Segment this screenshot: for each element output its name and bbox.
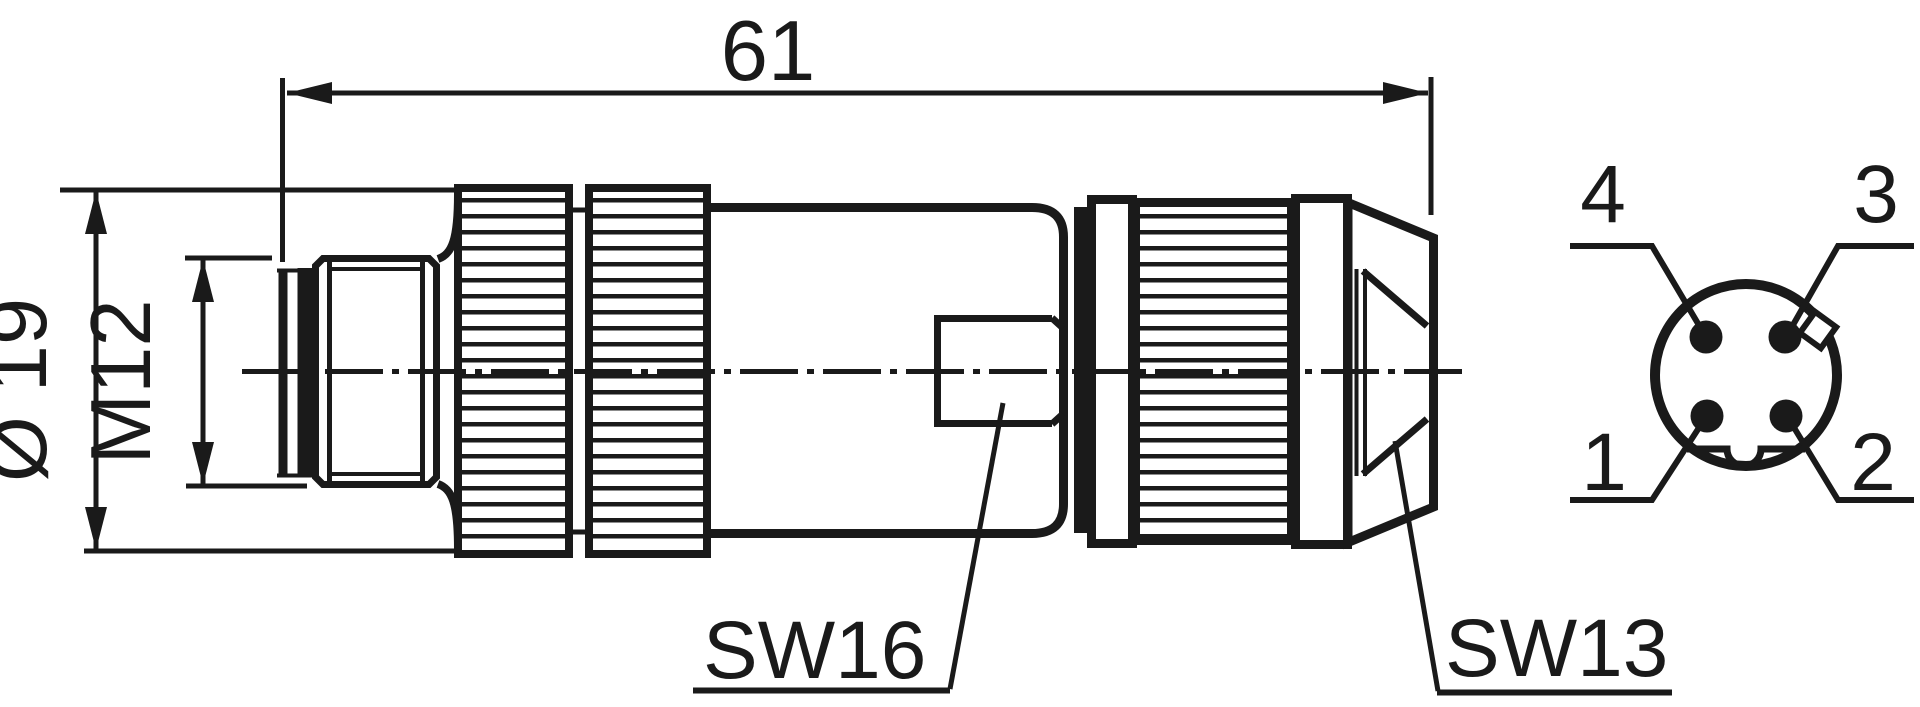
pin4-leader <box>1570 243 1706 334</box>
connector-face-circle <box>1650 279 1842 471</box>
pin-1 <box>1690 399 1724 433</box>
pin3-label: 3 <box>1853 149 1899 240</box>
sw16-leader-line <box>947 402 1006 690</box>
dimension-thread-m12 <box>185 255 307 489</box>
pin-3 <box>1768 320 1802 354</box>
pin1-label: 1 <box>1581 417 1627 508</box>
fillet-top <box>436 193 462 263</box>
pin2-leader <box>1787 419 1914 503</box>
pin4-label: 4 <box>1580 149 1626 240</box>
arrow-m12-bottom <box>192 442 214 485</box>
dimension-length-61 <box>280 77 1434 262</box>
sw13-leader-line <box>1392 440 1441 692</box>
length-dimension-label: 61 <box>721 4 816 99</box>
sw13-label: SW13 <box>1445 603 1668 694</box>
dimension-diameter-19 <box>60 187 456 554</box>
fillet-bottom <box>436 480 462 550</box>
arrow-d19-bottom <box>85 507 107 550</box>
thread-dimension-label: M12 <box>74 299 169 464</box>
sw16-label: SW16 <box>703 605 926 696</box>
arrow-d19-top <box>85 191 107 234</box>
sw16-chamfer-bottom <box>1049 411 1066 427</box>
arrow-61-left <box>287 82 332 104</box>
keyway-slot <box>1687 445 1805 470</box>
pin-2 <box>1769 399 1803 433</box>
side-view <box>60 77 1672 696</box>
pin-4 <box>1689 320 1723 354</box>
pin2-label: 2 <box>1850 417 1896 508</box>
coding-notch <box>1795 307 1841 353</box>
diameter-dimension-label: Ø 19 <box>0 298 65 482</box>
end-view <box>1570 243 1914 503</box>
arrow-m12-top <box>192 259 214 302</box>
pin3-leader <box>1786 243 1914 334</box>
arrow-61-right <box>1383 82 1428 104</box>
connector-body <box>707 203 1068 538</box>
pin1-leader <box>1570 418 1707 503</box>
sw16-chamfer-top <box>1049 315 1066 331</box>
cone-inner-slant-top <box>1360 268 1430 329</box>
